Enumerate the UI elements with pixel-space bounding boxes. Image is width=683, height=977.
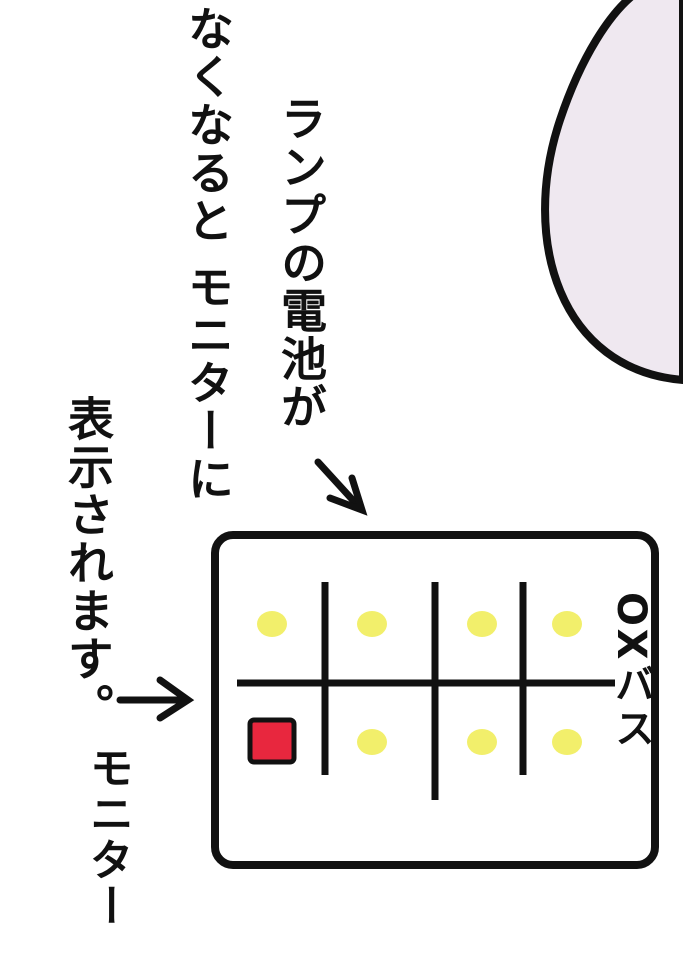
lamp-on-indicator: [467, 611, 497, 637]
monitor-label: モニター: [82, 745, 133, 929]
annotation-line-2: なくなると モニターに: [181, 5, 235, 504]
lamp-on-indicator: [552, 611, 582, 637]
lamp-off-indicator: [247, 717, 297, 765]
annotation-line-1: ランプの電池が: [274, 95, 328, 431]
arrow-to-monitor-icon: [116, 676, 195, 722]
lamp-on-indicator: [257, 611, 287, 637]
lamp-on-indicator: [357, 729, 387, 755]
lamp-on-indicator: [467, 729, 497, 755]
lamp-on-indicator: [552, 729, 582, 755]
annotation-line-3: 表示されます。: [61, 395, 115, 731]
arrow-to-box-icon: [314, 458, 368, 516]
box-title: OXバス: [608, 592, 654, 752]
lamp-on-indicator: [357, 611, 387, 637]
monitor-box: [211, 531, 659, 869]
speech-bubble: [541, 0, 683, 385]
